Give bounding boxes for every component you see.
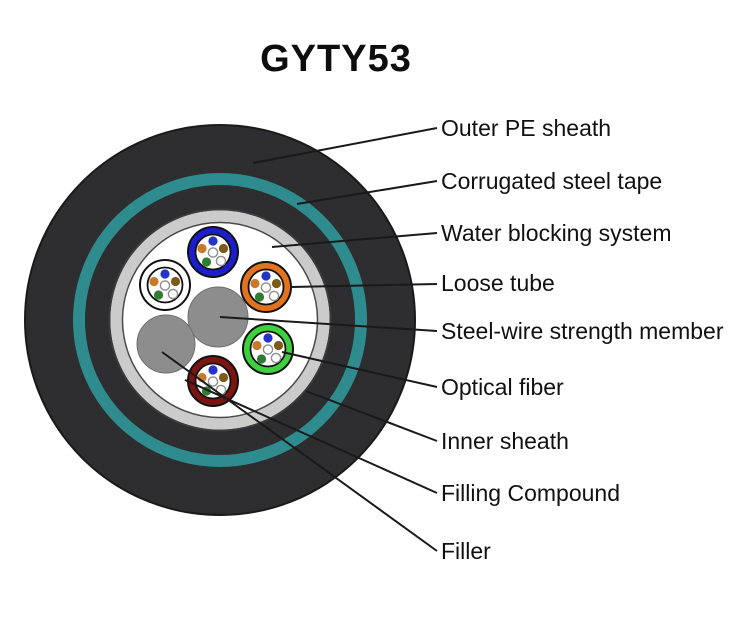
leader-line-outer-pe-sheath	[252, 127, 438, 164]
label-inner-sheath: Inner sheath	[441, 428, 569, 454]
label-optical-fiber: Optical fiber	[441, 374, 564, 400]
leader-line-filler	[161, 351, 438, 552]
leader-line-corrugated-steel-tape	[296, 180, 438, 205]
label-corrugated-steel-tape: Corrugated steel tape	[441, 168, 663, 194]
steel-wire-strength-member	[187, 286, 249, 348]
inner-sheath-ring	[110, 210, 330, 430]
label-water-blocking-system: Water blocking system	[441, 220, 672, 246]
leader-line-loose-tube	[290, 283, 438, 288]
leader-line-inner-sheath	[305, 390, 438, 442]
leader-line-steel-wire-strength-member	[219, 316, 438, 332]
leader-line-optical-fiber	[281, 351, 438, 388]
label-filler: Filler	[441, 538, 491, 564]
label-loose-tube: Loose tube	[441, 270, 555, 296]
corrugated-steel-tape-ring	[73, 173, 367, 467]
filler-circle	[136, 314, 196, 374]
leader-line-water-blocking-system	[271, 232, 438, 248]
label-filling-compound: Filling Compound	[441, 480, 620, 506]
label-steel-wire-strength-member: Steel-wire strength member	[441, 318, 724, 344]
diagram-title: GYTY53	[260, 38, 412, 80]
label-outer-pe-sheath: Outer PE sheath	[441, 115, 612, 141]
